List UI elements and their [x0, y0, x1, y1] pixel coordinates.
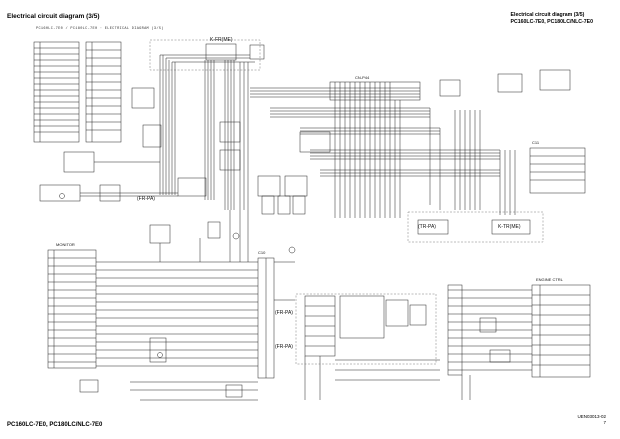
- footer-code-page: UEN03013-02 7: [577, 414, 606, 426]
- harness-right-drops: [334, 100, 516, 218]
- harness-lower-left: [96, 261, 258, 401]
- page-title-left: Electrical circuit diagram (3/5): [7, 13, 100, 20]
- controller-block: [531, 284, 591, 378]
- label-c10: C10: [258, 250, 266, 255]
- harness-upper-bus: [250, 87, 500, 177]
- label-monitor: MONITOR: [56, 242, 75, 247]
- ground-symbols: [59, 193, 296, 358]
- label-cn-p44: CN-P44: [355, 75, 370, 80]
- title-right-line1: Electrical circuit diagram (3/5): [510, 12, 585, 18]
- component-right-top: [497, 73, 523, 93]
- label-fr-mid: (FR-PA): [275, 310, 293, 316]
- label-engine-ctrl: ENGINE CTRL: [536, 277, 564, 282]
- wiring: [33, 41, 591, 401]
- footer-page-number: 7: [603, 420, 606, 425]
- page-title-right: Electrical circuit diagram (3/5) PC160LC…: [511, 12, 593, 26]
- diagram-subtitle: PC160LC-7E0 / PC180LC-7E0 · ELECTRICAL D…: [36, 27, 164, 31]
- parts-table-mid: [85, 41, 122, 143]
- label-fr-bot: (FR-PA): [275, 344, 293, 350]
- title-right-line2: PC160LC-7E0, PC180LC/NLC-7E0: [510, 19, 593, 25]
- label-tr-mid: (TR-PA): [418, 224, 436, 230]
- footer-code: UEN03013-02: [577, 414, 606, 419]
- monitor-pin-table: [47, 249, 97, 369]
- label-c11: C11: [532, 140, 540, 145]
- label-k-fr-top: K-FR(ME): [210, 37, 233, 43]
- dashed-outlines: [149, 39, 544, 365]
- section-labels: K-FR(ME) (FR-PA) CN-P44 K-TR(ME) (TR-PA)…: [56, 37, 564, 350]
- footer-model: PC160LC-7E0, PC180LC/NLC-7E0: [7, 422, 103, 428]
- harness-center: [159, 54, 255, 210]
- parts-table-rows: [34, 47, 79, 133]
- label-fr-left: (FR-PA): [137, 196, 155, 202]
- connector-right-block: [529, 147, 586, 194]
- label-k-tr-right: K-TR(ME): [498, 224, 521, 230]
- parts-table-left: [33, 41, 80, 143]
